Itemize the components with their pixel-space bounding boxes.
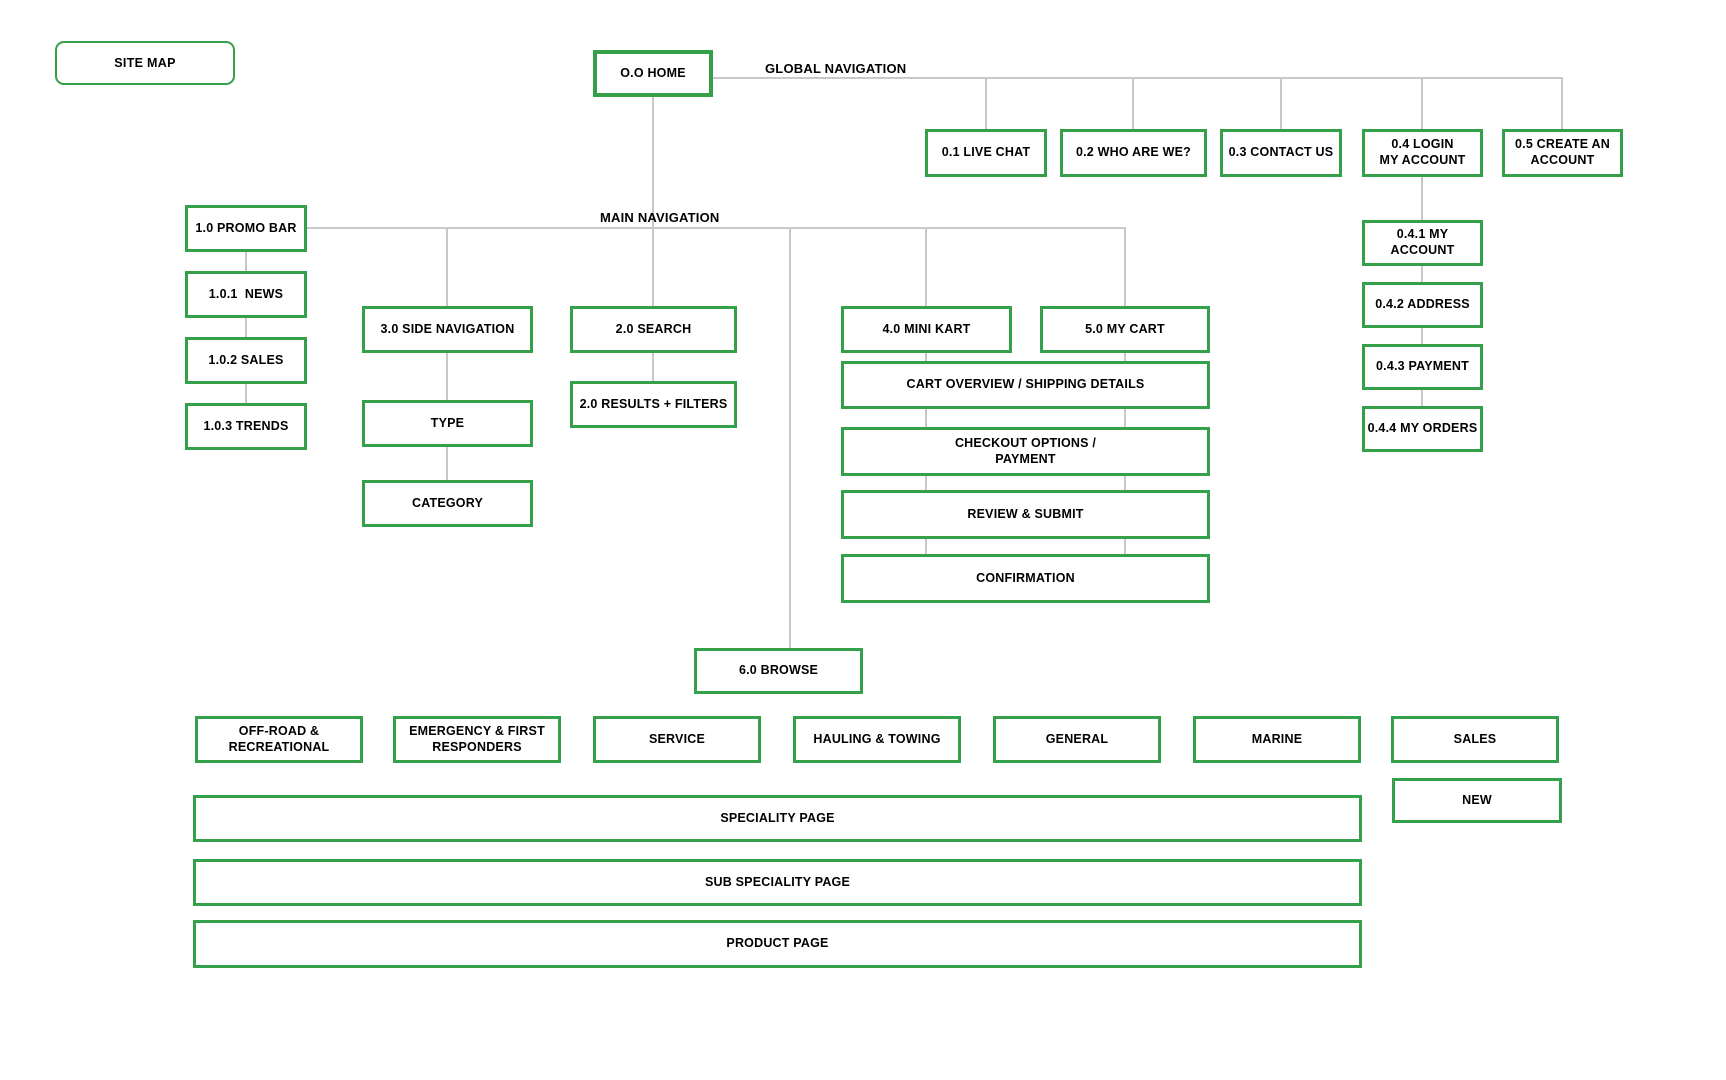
connector-review-confirm-r <box>1124 539 1126 554</box>
connector-login-myaccount <box>1421 177 1423 220</box>
connector-drop-contact-us <box>1280 77 1282 129</box>
global-navigation-label: GLOBAL NAVIGATION <box>765 61 907 76</box>
main-navigation-label: MAIN NAVIGATION <box>600 210 720 225</box>
connector-minikart-overview <box>925 353 927 361</box>
node-who-are-we[interactable]: 0.2 WHO ARE WE? <box>1060 129 1207 177</box>
connector-global-nav-trunk <box>713 77 1562 79</box>
connector-overview-checkout-r <box>1124 409 1126 427</box>
node-service[interactable]: SERVICE <box>593 716 761 763</box>
connector-drop-my-cart <box>1124 227 1126 306</box>
connector-review-confirm-l <box>925 539 927 554</box>
node-cart-overview[interactable]: CART OVERVIEW / SHIPPING DETAILS <box>841 361 1210 409</box>
node-home[interactable]: O.O HOME <box>593 50 713 97</box>
connector-drop-browse <box>789 227 791 648</box>
node-general[interactable]: GENERAL <box>993 716 1161 763</box>
node-marine[interactable]: MARINE <box>1193 716 1361 763</box>
node-product-page[interactable]: PRODUCT PAGE <box>193 920 1362 968</box>
connector-myaccount-address <box>1421 266 1423 282</box>
node-sales-category[interactable]: SALES <box>1391 716 1559 763</box>
connector-search-results <box>652 353 654 381</box>
connector-promo-news <box>245 252 247 271</box>
node-my-account[interactable]: 0.4.1 MY ACCOUNT <box>1362 220 1483 266</box>
node-contact-us[interactable]: 0.3 CONTACT US <box>1220 129 1342 177</box>
node-checkout-options[interactable]: CHECKOUT OPTIONS / PAYMENT <box>841 427 1210 476</box>
node-emergency-first-responders[interactable]: EMERGENCY & FIRST RESPONDERS <box>393 716 561 763</box>
connector-overview-checkout-l <box>925 409 927 427</box>
connector-main-nav-trunk <box>307 227 1125 229</box>
connector-payment-orders <box>1421 390 1423 406</box>
node-create-an-account[interactable]: 0.5 CREATE AN ACCOUNT <box>1502 129 1623 177</box>
node-login-my-account[interactable]: 0.4 LOGIN MY ACCOUNT <box>1362 129 1483 177</box>
node-new[interactable]: NEW <box>1392 778 1562 823</box>
connector-sidenav-type <box>446 353 448 400</box>
node-review-submit[interactable]: REVIEW & SUBMIT <box>841 490 1210 539</box>
node-type[interactable]: TYPE <box>362 400 533 447</box>
node-hauling-towing[interactable]: HAULING & TOWING <box>793 716 961 763</box>
node-speciality-page[interactable]: SPECIALITY PAGE <box>193 795 1362 842</box>
node-my-cart[interactable]: 5.0 MY CART <box>1040 306 1210 353</box>
node-results-filters[interactable]: 2.0 RESULTS + FILTERS <box>570 381 737 428</box>
connector-mycart-overview <box>1124 353 1126 361</box>
node-trends[interactable]: 1.0.3 TRENDS <box>185 403 307 450</box>
connector-drop-live-chat <box>985 77 987 129</box>
node-payment[interactable]: 0.4.3 PAYMENT <box>1362 344 1483 390</box>
connector-type-category <box>446 447 448 480</box>
node-mini-kart[interactable]: 4.0 MINI KART <box>841 306 1012 353</box>
connector-address-payment <box>1421 328 1423 344</box>
connector-drop-create-account <box>1561 77 1563 129</box>
node-side-navigation[interactable]: 3.0 SIDE NAVIGATION <box>362 306 533 353</box>
connector-checkout-review-r <box>1124 476 1126 490</box>
node-promo-bar[interactable]: 1.0 PROMO BAR <box>185 205 307 252</box>
node-search[interactable]: 2.0 SEARCH <box>570 306 737 353</box>
node-sales[interactable]: 1.0.2 SALES <box>185 337 307 384</box>
connector-home-to-search <box>652 97 654 306</box>
node-sub-speciality-page[interactable]: SUB SPECIALITY PAGE <box>193 859 1362 906</box>
connector-checkout-review-l <box>925 476 927 490</box>
node-my-orders[interactable]: 0.4.4 MY ORDERS <box>1362 406 1483 452</box>
connector-drop-login <box>1421 77 1423 129</box>
connector-drop-side-nav <box>446 227 448 306</box>
sitemap-badge[interactable]: SITE MAP <box>55 41 235 85</box>
node-news[interactable]: 1.0.1 NEWS <box>185 271 307 318</box>
node-category[interactable]: CATEGORY <box>362 480 533 527</box>
connector-news-sales <box>245 318 247 337</box>
connector-sales-trends <box>245 384 247 403</box>
connector-drop-who-are-we <box>1132 77 1134 129</box>
node-offroad-recreational[interactable]: OFF-ROAD & RECREATIONAL <box>195 716 363 763</box>
connector-drop-mini-kart <box>925 227 927 306</box>
node-live-chat[interactable]: 0.1 LIVE CHAT <box>925 129 1047 177</box>
node-confirmation[interactable]: CONFIRMATION <box>841 554 1210 603</box>
node-browse[interactable]: 6.0 BROWSE <box>694 648 863 694</box>
node-address[interactable]: 0.4.2 ADDRESS <box>1362 282 1483 328</box>
